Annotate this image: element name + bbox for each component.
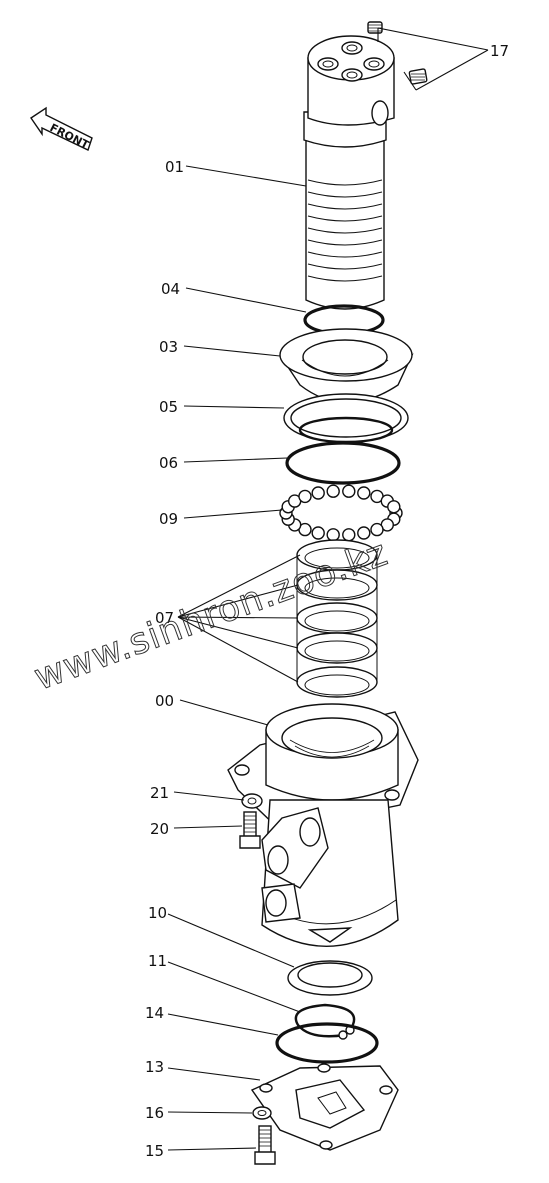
seal-ring <box>296 632 378 664</box>
snap-ring-11 <box>294 1003 356 1040</box>
bearing-ball <box>311 486 325 500</box>
side-port <box>371 100 389 126</box>
label-03: 03 <box>159 338 178 356</box>
bearing-ball <box>342 484 356 498</box>
label-21: 21 <box>150 784 169 802</box>
spindle-shaft <box>305 117 385 310</box>
bolt-20 <box>239 811 261 849</box>
leader-20 <box>173 825 243 829</box>
bearing-ball <box>370 522 384 537</box>
seal-05 <box>283 393 409 444</box>
leader-16 <box>167 1111 253 1114</box>
ring-06 <box>285 441 401 485</box>
leader-15 <box>167 1147 257 1151</box>
label-01: 01 <box>165 158 184 176</box>
label-06: 06 <box>159 454 178 472</box>
label-20: 20 <box>150 820 169 838</box>
label-15: 15 <box>145 1142 164 1160</box>
label-09: 09 <box>159 510 178 528</box>
label-10: 10 <box>148 904 167 922</box>
ring-10 <box>287 960 373 996</box>
leader-04 <box>185 287 307 313</box>
bearing-ball <box>357 486 371 500</box>
washer-16 <box>252 1106 272 1120</box>
bearing-ball <box>311 526 325 540</box>
spindle-01 <box>303 35 395 310</box>
washer-21 <box>241 793 263 809</box>
label-00: 00 <box>155 692 174 710</box>
bearing-ball <box>357 526 371 540</box>
leader-11 <box>167 961 301 1013</box>
label-04: 04 <box>161 280 180 298</box>
plug-side <box>408 68 428 85</box>
swivel-body-00 <box>227 703 419 948</box>
leader-10 <box>167 913 295 968</box>
leader-09 <box>183 509 283 519</box>
leader-lines <box>167 27 489 1151</box>
front-arrow-label: FRONT <box>48 121 92 152</box>
leader-14 <box>167 1013 279 1036</box>
bearing-ball <box>342 528 356 542</box>
leader-03 <box>183 345 281 357</box>
leader-05 <box>183 405 285 409</box>
leader-06 <box>183 457 288 463</box>
label-16: 16 <box>145 1104 164 1122</box>
part-labels: 17 01 04 03 05 06 09 07 00 21 20 10 11 1… <box>145 42 509 1160</box>
ball-bearings-09 <box>279 484 403 542</box>
leader-21 <box>173 791 245 801</box>
body-port-upper <box>261 807 329 889</box>
plug-17 <box>367 21 428 85</box>
bearing-ball <box>298 489 312 504</box>
bearing-ball <box>387 500 401 514</box>
leader-07 <box>177 554 301 683</box>
cover-03 <box>279 328 414 404</box>
leader-13 <box>167 1067 261 1081</box>
front-arrow: FRONT <box>30 106 93 152</box>
label-17: 17 <box>490 42 509 60</box>
seal-ring <box>296 666 378 698</box>
label-07: 07 <box>155 609 174 627</box>
seal-ring <box>296 602 378 634</box>
label-11: 11 <box>148 952 167 970</box>
label-05: 05 <box>159 398 178 416</box>
leader-01 <box>185 165 307 187</box>
label-14: 14 <box>145 1004 164 1022</box>
body-port-lower <box>261 883 301 923</box>
cover-13 <box>250 1063 399 1151</box>
o-ring-14 <box>275 1022 379 1064</box>
leader-17 <box>377 27 489 91</box>
bearing-ball <box>326 484 340 498</box>
bearing-ball <box>326 528 340 542</box>
bolt-15 <box>254 1125 276 1165</box>
front-arrow-shape <box>30 106 93 151</box>
label-13: 13 <box>145 1058 164 1076</box>
leader-00 <box>179 699 269 726</box>
